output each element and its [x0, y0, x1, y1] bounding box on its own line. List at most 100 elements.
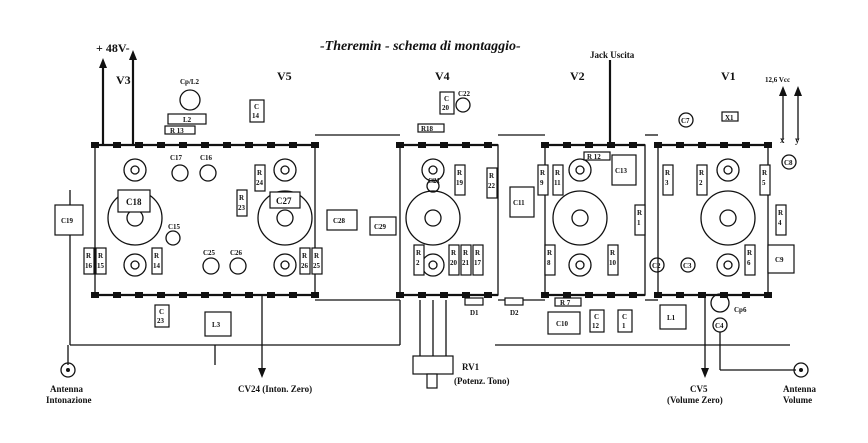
r23-resistor [236, 189, 248, 217]
d2-diode [504, 297, 524, 306]
terminal-pad [245, 292, 253, 298]
c8-capacitor [781, 154, 797, 170]
c1-label-b: 1 [622, 322, 626, 330]
c22-capacitor [455, 97, 471, 113]
antenna-volume-label-b: Volume [783, 395, 812, 405]
r16-resistor [83, 247, 95, 275]
terminal-pad [91, 142, 99, 148]
r3-label-b: 3 [665, 179, 669, 187]
c20-label-b: 20 [442, 104, 450, 112]
terminal-pad [245, 142, 253, 148]
c17-capacitor [171, 164, 189, 182]
r7-resistor [554, 297, 582, 307]
r13-resistor [164, 125, 196, 135]
r26-label-b: 26 [301, 262, 309, 270]
r26-label-a: R [302, 252, 308, 260]
terminal-pad [676, 142, 684, 148]
tube-socket-v1 [700, 158, 756, 277]
c29-capacitor [369, 216, 397, 236]
r10-label-a: R [610, 249, 616, 257]
r1-label-b: 1 [637, 219, 641, 227]
antenna-pitch-label-a: Antenna [50, 384, 84, 394]
terminal-pad [91, 292, 99, 298]
terminal-pad [541, 142, 549, 148]
d1-diode [464, 297, 484, 306]
terminal-pad [585, 142, 593, 148]
terminal-pad [698, 292, 706, 298]
r1-label-a: R [637, 209, 643, 217]
c2-capacitor [649, 257, 665, 273]
l2-label: L2 [183, 116, 192, 124]
r11-label-a: R [555, 169, 561, 177]
terminal-pad [267, 292, 275, 298]
terminal-pad [462, 292, 470, 298]
c1-label-a: C [622, 313, 627, 321]
antenna-pitch-connector [60, 362, 76, 378]
terminal-pad [113, 142, 121, 148]
r7-label: R 7 [560, 299, 571, 307]
r10-resistor [607, 244, 619, 276]
c16-capacitor [199, 164, 217, 182]
c22-label: C22 [458, 90, 471, 98]
antenna-volume-label-a: Antenna [783, 384, 817, 394]
r10-label-b: 10 [609, 259, 617, 267]
r23-label-b: 23 [238, 204, 246, 212]
tube-v1-label: V1 [721, 69, 736, 83]
c9-label: C9 [775, 256, 784, 264]
r16-label-b: 16 [85, 262, 93, 270]
c20-label-a: C [444, 95, 449, 103]
rv1-label-a: RV1 [462, 362, 480, 372]
r18-resistor [417, 123, 445, 133]
antenna-pitch-label-b: Intonazione [46, 395, 92, 405]
r20-label-b: 20 [450, 259, 458, 267]
r19-resistor [454, 164, 466, 196]
c14-capacitor [249, 99, 265, 123]
r9-resistor [537, 164, 549, 196]
r2-v1-label-b: 2 [699, 179, 703, 187]
r21-label-b: 21 [462, 259, 470, 267]
terminal-pad [629, 292, 637, 298]
c28-label: C28 [333, 217, 346, 225]
tube-v3-label: V3 [116, 73, 131, 87]
c29-label: C29 [374, 223, 387, 231]
terminal-pad [396, 292, 404, 298]
c26-label: C26 [230, 249, 243, 257]
terminal-pad [201, 142, 209, 148]
r18-label: R18 [421, 125, 434, 133]
r3-label-a: R [665, 169, 671, 177]
r24-label-a: R [257, 169, 263, 177]
r22-label-b: 22 [488, 182, 496, 190]
c8-label: C8 [784, 159, 793, 167]
terminal-pads [91, 142, 772, 298]
r17-resistor [472, 244, 484, 276]
c13-label: C13 [615, 167, 628, 175]
terminal-pad [418, 142, 426, 148]
terminal-pad [585, 292, 593, 298]
terminal-pad [484, 142, 492, 148]
c7-capacitor [678, 112, 694, 128]
terminal-pad [311, 142, 319, 148]
r4-label-a: R [778, 209, 784, 217]
r2-v4-label-b: 2 [416, 259, 420, 267]
c15-label: C15 [168, 223, 181, 231]
terminal-pad [135, 142, 143, 148]
tube-v4-label: V4 [435, 69, 450, 83]
c20-capacitor [439, 91, 455, 115]
r15-label-b: 15 [97, 262, 105, 270]
r20-resistor [448, 244, 460, 276]
r2-v4-label-a: R [416, 249, 422, 257]
c25-label: C25 [203, 249, 216, 257]
terminal-pad [201, 292, 209, 298]
l3-inductor [204, 311, 232, 337]
c10-capacitor [547, 311, 581, 335]
cv5-arrow [701, 368, 709, 378]
r1-resistor [634, 204, 646, 236]
r25-label-b: 25 [313, 262, 321, 270]
c27-capacitor [269, 191, 301, 209]
r12-resistor [583, 151, 611, 161]
r22-resistor [486, 167, 498, 199]
vcc-label: 12,6 Vcc [765, 76, 790, 84]
terminal-pad [311, 292, 319, 298]
cv24-label: CV24 (Inton. Zero) [238, 384, 312, 394]
terminal-pad [223, 142, 231, 148]
